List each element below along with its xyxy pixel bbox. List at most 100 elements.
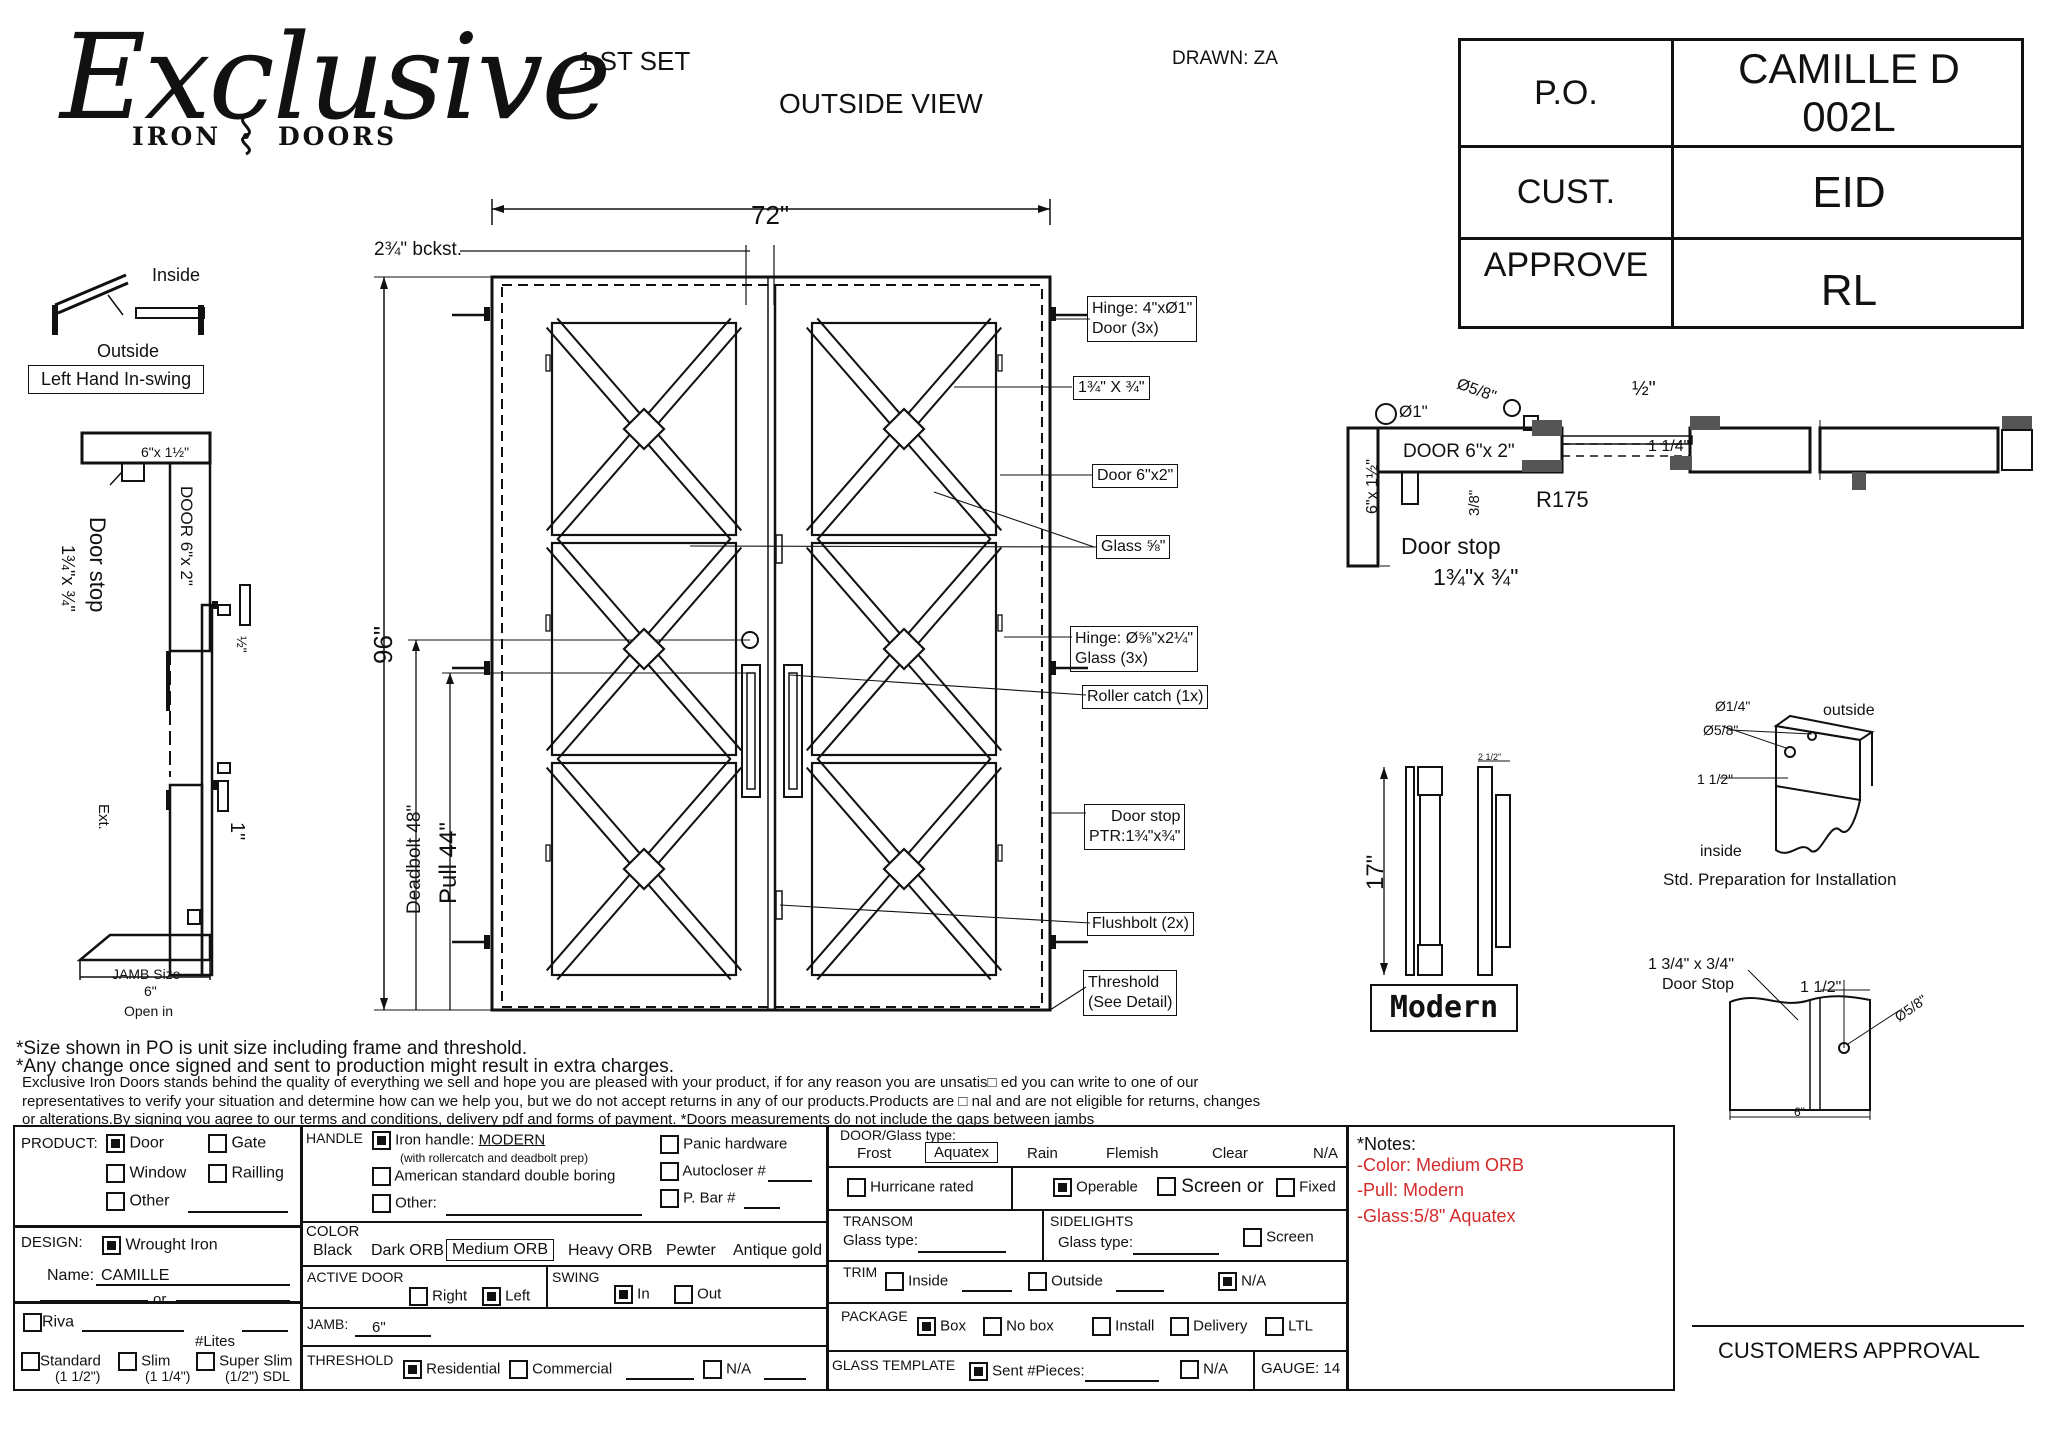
slim-checkbox[interactable] [118, 1352, 137, 1371]
glass-na[interactable]: N/A [1313, 1145, 1339, 1162]
other-handle-checkbox[interactable] [372, 1194, 391, 1213]
iron-handle-checkbox[interactable] [372, 1131, 391, 1150]
hurricane-checkbox[interactable] [847, 1178, 866, 1197]
opt-slim[interactable]: Slim [118, 1352, 170, 1371]
standard-checkbox[interactable] [21, 1352, 40, 1371]
fixed-checkbox[interactable] [1276, 1178, 1295, 1197]
trim-inside-checkbox[interactable] [885, 1272, 904, 1291]
left-checkbox[interactable] [482, 1287, 501, 1306]
opt-out[interactable]: Out [674, 1285, 721, 1304]
opt-riva[interactable]: Riva [23, 1313, 74, 1332]
color-medium-orb[interactable]: Medium ORB [446, 1239, 555, 1261]
glass-flemish[interactable]: Flemish [1106, 1145, 1159, 1162]
color-heavy-orb[interactable]: Heavy ORB [568, 1242, 653, 1259]
autocloser-checkbox[interactable] [660, 1162, 679, 1181]
opt-other-handle[interactable]: Other: [372, 1194, 437, 1213]
opt-template-na[interactable]: N/A [1180, 1360, 1228, 1379]
sent-checkbox[interactable] [969, 1362, 988, 1381]
opt-commercial[interactable]: Commercial [509, 1360, 612, 1379]
screen-or-checkbox[interactable] [1157, 1177, 1176, 1197]
in-checkbox[interactable] [614, 1285, 633, 1304]
ltl-checkbox[interactable] [1265, 1317, 1284, 1336]
customers-approval[interactable]: CUSTOMERS APPROVAL [1718, 1338, 1981, 1363]
window-checkbox[interactable] [106, 1164, 125, 1183]
form-sidelights-glass: Glass type: [1058, 1234, 1134, 1251]
opt-operable[interactable]: Operable [1053, 1178, 1138, 1197]
glass-rain[interactable]: Rain [1027, 1145, 1058, 1162]
trim-na-checkbox[interactable] [1218, 1272, 1237, 1291]
pbar-checkbox[interactable] [660, 1189, 679, 1208]
opt-install[interactable]: Install [1092, 1317, 1154, 1336]
color-dark-orb[interactable]: Dark ORB [371, 1242, 444, 1259]
form-jamb-value[interactable]: 6" [372, 1319, 386, 1336]
opt-residential[interactable]: Residential [403, 1360, 500, 1379]
delivery-checkbox[interactable] [1170, 1317, 1189, 1336]
opt-in[interactable]: In [614, 1285, 650, 1304]
riva-checkbox[interactable] [23, 1313, 42, 1332]
opt-standard[interactable]: Standard [21, 1352, 101, 1371]
opt-pbar[interactable]: P. Bar # [660, 1189, 735, 1208]
iron-handle-label: Iron handle: [395, 1131, 475, 1149]
color-pewter[interactable]: Pewter [666, 1242, 716, 1259]
stop-detail-e: 6" [1794, 1105, 1805, 1119]
opt-gate[interactable]: Gate [208, 1134, 266, 1153]
residential-checkbox[interactable] [403, 1360, 422, 1379]
opt-screen-or[interactable]: Screen or [1157, 1176, 1264, 1198]
opt-box[interactable]: Box [917, 1317, 966, 1336]
template-na-checkbox[interactable] [1180, 1360, 1199, 1379]
opt-trim-inside[interactable]: Inside [885, 1272, 948, 1291]
box-checkbox[interactable] [917, 1317, 936, 1336]
operable-checkbox[interactable] [1053, 1178, 1072, 1197]
gate-checkbox[interactable] [208, 1134, 227, 1153]
opt-hurricane[interactable]: Hurricane rated [847, 1178, 974, 1197]
opt-right[interactable]: Right [409, 1287, 467, 1306]
american-checkbox[interactable] [372, 1167, 391, 1186]
opt-delivery[interactable]: Delivery [1170, 1317, 1247, 1336]
swing-inside: Inside [152, 265, 201, 285]
opt-window[interactable]: Window [106, 1164, 186, 1183]
opt-door[interactable]: Door [106, 1134, 164, 1153]
opt-fixed[interactable]: Fixed [1276, 1178, 1336, 1197]
threshold-na-checkbox[interactable] [703, 1360, 722, 1379]
out-checkbox[interactable] [674, 1285, 693, 1304]
opt-autocloser[interactable]: Autocloser # [660, 1162, 766, 1181]
door-checkbox[interactable] [106, 1134, 125, 1153]
opt-sent[interactable]: Sent #Pieces: [969, 1362, 1085, 1381]
opt-ltl[interactable]: LTL [1265, 1317, 1313, 1336]
opt-other[interactable]: Other [106, 1192, 169, 1211]
opt-panic[interactable]: Panic hardware [660, 1135, 787, 1154]
glass-frost[interactable]: Frost [857, 1145, 892, 1162]
super-checkbox[interactable] [196, 1352, 215, 1371]
right-label: Right [432, 1287, 468, 1305]
opt-trim-outside[interactable]: Outside [1028, 1272, 1103, 1291]
right-checkbox[interactable] [409, 1287, 428, 1306]
form-name-value[interactable]: CAMILLE [101, 1267, 170, 1284]
panic-checkbox[interactable] [660, 1135, 679, 1154]
wrought-checkbox[interactable] [102, 1236, 121, 1255]
install-checkbox[interactable] [1092, 1317, 1111, 1336]
opt-american[interactable]: American standard double boring [372, 1167, 615, 1186]
opt-screen[interactable]: Screen [1243, 1228, 1314, 1247]
color-black[interactable]: Black [313, 1242, 353, 1259]
commercial-checkbox[interactable] [509, 1360, 528, 1379]
opt-trim-na[interactable]: N/A [1218, 1272, 1266, 1291]
glass-clear[interactable]: Clear [1212, 1145, 1248, 1162]
panel-diamond [882, 847, 926, 891]
delivery-label: Delivery [1193, 1317, 1248, 1335]
opt-railing[interactable]: Railling [208, 1164, 284, 1183]
glass-aquatex[interactable]: Aquatex [925, 1142, 999, 1163]
nobox-checkbox[interactable] [983, 1317, 1002, 1336]
opt-wrought[interactable]: Wrought Iron [102, 1236, 218, 1255]
po-value: CAMILLE D 002L [1674, 41, 2024, 145]
opt-iron-handle[interactable]: Iron handle: MODERN [372, 1131, 545, 1150]
trim-outside-checkbox[interactable] [1028, 1272, 1047, 1291]
iron-handle-value[interactable]: MODERN [478, 1131, 546, 1149]
color-antique[interactable]: Antique gold [733, 1242, 822, 1259]
screen-checkbox[interactable] [1243, 1228, 1262, 1247]
opt-threshold-na[interactable]: N/A [703, 1360, 751, 1379]
opt-left[interactable]: Left [482, 1287, 530, 1306]
other-checkbox[interactable] [106, 1192, 125, 1211]
railing-checkbox[interactable] [208, 1164, 227, 1183]
opt-nobox[interactable]: No box [983, 1317, 1054, 1336]
opt-super[interactable]: Super Slim [196, 1352, 293, 1371]
